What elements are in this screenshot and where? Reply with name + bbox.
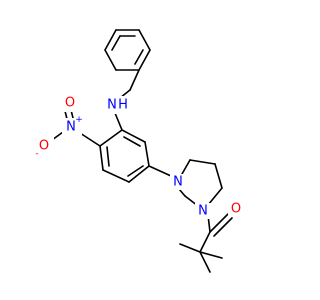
amine-n-label: N (107, 98, 117, 113)
tbu-methyl-2 (179, 243, 201, 253)
molecule-structure: N H N + O O - N N O (32, 29, 244, 273)
nitro-o-left-label: O (39, 139, 49, 154)
amine-h-label: H (118, 98, 128, 113)
amine-label-bg (102, 96, 130, 114)
pip-bond-1 (181, 159, 191, 175)
pip-n-acyl-bg (195, 203, 211, 219)
phenyl-inner-3 (111, 35, 121, 51)
aryl-bond-5 (99, 145, 104, 171)
pip-n-aryl-bg (170, 174, 186, 190)
tbu-methyl-3 (199, 251, 223, 259)
nitro-o-double-2 (64, 110, 68, 120)
carbonyl-double-1 (209, 213, 229, 233)
nitro-o-left-bg (32, 137, 54, 155)
bonds-layer (51, 29, 233, 273)
nitro-n-label-bg (62, 118, 82, 136)
pip-bond-2 (189, 159, 216, 165)
phenyl-bond-3 (138, 49, 151, 71)
phenyl-inner-2 (134, 49, 144, 65)
nitro-o-charge: - (35, 149, 38, 159)
aryl-piperazine-bond (148, 165, 172, 177)
phenyl-bond-6 (104, 29, 117, 51)
aryl-bond-1 (121, 129, 146, 143)
nitro-o-top-bg (58, 94, 80, 112)
benzyl-ch2-bond-a (129, 69, 140, 91)
pip-bond-3 (214, 163, 223, 189)
carbonyl-double-2 (213, 217, 233, 237)
pip-bond-4 (207, 187, 223, 206)
aryl-bond-3 (128, 165, 150, 183)
aryl-bond-4 (102, 169, 130, 183)
carbonyl-o-bg (228, 201, 244, 217)
label-backgrounds (32, 94, 244, 219)
aryl-bond-2 (144, 141, 150, 167)
phenyl-bond-5 (104, 49, 117, 71)
atom-labels: N H N + O O - N N O (35, 96, 241, 219)
aryl-inner-2 (127, 165, 144, 177)
carbonyl-o-label: O (231, 202, 241, 217)
nitro-n-label: N (66, 120, 76, 135)
aryl-bond-6 (99, 129, 123, 147)
nitro-o-top-label: O (65, 96, 75, 111)
aryl-nitro-bond (79, 132, 101, 147)
phenyl-bond-2 (138, 29, 151, 51)
piperazine-n-aryl-label: N (173, 175, 183, 190)
aryl-inner-3 (106, 146, 110, 167)
tbu-quaternary-bond (199, 231, 211, 253)
pip-bond-6 (178, 188, 186, 197)
piperazine-n-acyl-label: N (198, 204, 208, 219)
aryl-inner-1 (123, 136, 141, 147)
amine-aryl-bond (114, 112, 123, 131)
tbu-methyl-1 (199, 251, 211, 273)
nitro-n-charge: + (75, 115, 83, 125)
